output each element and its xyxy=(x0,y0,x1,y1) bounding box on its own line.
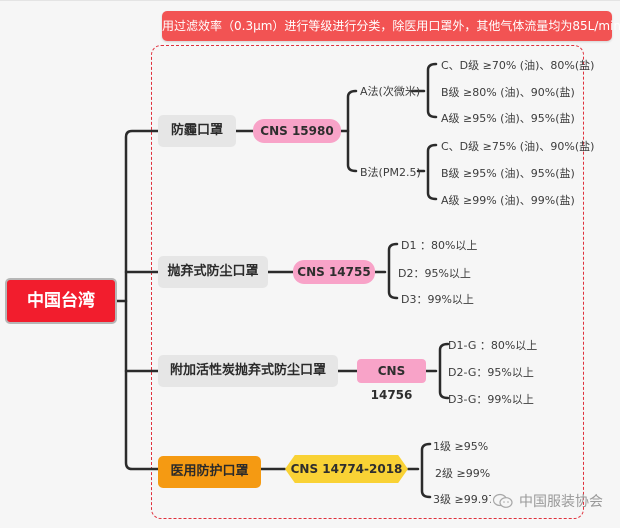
watermark-text: 中国服装协会 xyxy=(519,494,603,510)
method-a: A法(次微米) xyxy=(360,85,421,98)
grade-item: C、D级 ≥70% (油)、80%(盐) xyxy=(441,59,595,72)
watermark: 中国服装协会 xyxy=(492,491,603,511)
method-b: B法(PM2.5) xyxy=(360,166,421,179)
grade-item: B级 ≥95% (油)、95%(盐) xyxy=(441,167,575,180)
grade-item: A级 ≥99% (油)、99%(盐) xyxy=(441,194,575,207)
wechat-icon xyxy=(492,493,513,508)
grade-item: B级 ≥80% (油)、90%(盐) xyxy=(441,86,575,99)
grade-item: 1级 ≥95% xyxy=(433,440,489,453)
grade-item: D1 ：80%以上 xyxy=(401,239,478,252)
grade-item: D1-G ：80%以上 xyxy=(448,339,538,352)
standard-cns-14755: CNS 14755 xyxy=(293,260,375,284)
grade-item: D3-G：99%以上 xyxy=(448,393,534,406)
grade-item: C、D级 ≥75% (油)、90%(盐) xyxy=(441,140,595,153)
category-haze-mask: 防霾口罩 xyxy=(158,115,236,147)
filter-note-banner: 用过滤效率（0.3μm）进行等级进行分类，除医用口罩外，其他气体流量均为85L/… xyxy=(162,11,620,41)
connector-methods xyxy=(346,89,358,173)
standard-cns-14774-2018: CNS 14774-2018 xyxy=(285,455,408,483)
grade-item: D2：95%以上 xyxy=(398,267,471,280)
connector-trunk xyxy=(124,129,160,471)
standard-cns-14756: CNS 14756 xyxy=(357,359,426,402)
category-activated-carbon-dust-mask: 附加活性炭抛弃式防尘口罩 xyxy=(158,355,338,387)
grade-item: D3：99%以上 xyxy=(401,293,474,306)
grade-item: 2级 ≥99% xyxy=(435,467,491,480)
standard-cns-15980: CNS 15980 xyxy=(253,119,341,143)
root-node-taiwan: 中国台湾 xyxy=(5,278,117,324)
grade-item: A级 ≥95% (油)、95%(盐) xyxy=(441,112,575,125)
grade-item: 3级 ≥99.97% xyxy=(433,493,491,506)
category-medical-protective-mask: 医用防护口罩 xyxy=(158,456,261,488)
grade-item: D2-G：95%以上 xyxy=(448,366,534,379)
dashed-group-frame xyxy=(151,45,584,519)
category-disposable-dust-mask: 抛弃式防尘口罩 xyxy=(158,256,268,288)
